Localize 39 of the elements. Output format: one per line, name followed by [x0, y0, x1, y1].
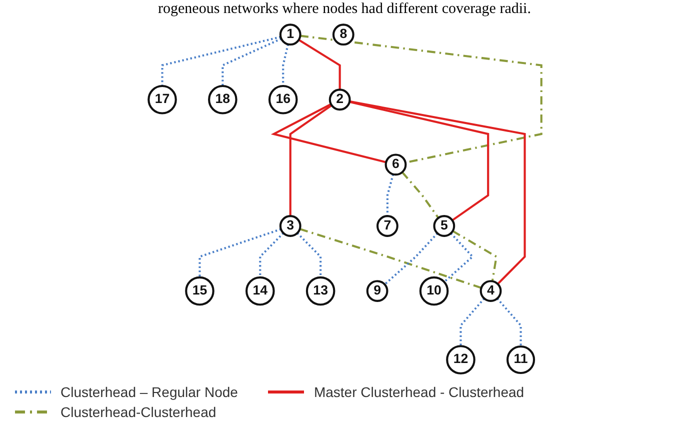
connector — [496, 298, 522, 346]
legend-label: Clusterhead-Clusterhead — [60, 404, 216, 420]
connector — [270, 103, 386, 164]
node-circle: 3 — [278, 215, 301, 237]
connector — [459, 298, 484, 346]
connector — [160, 36, 280, 86]
node-circle: 1 — [278, 24, 301, 46]
connector — [384, 232, 438, 286]
node-circle: 2 — [328, 88, 350, 111]
node-circle: 17 — [147, 84, 176, 114]
caption-text: rogeneous networks where nodes had different coverage radii. — [158, 1, 531, 17]
legend-label: Clusterhead – Regular Node — [60, 384, 238, 400]
connector — [299, 228, 482, 289]
connector — [221, 38, 282, 86]
node-circle: 9 — [366, 280, 388, 302]
connector — [298, 38, 340, 90]
connector — [348, 100, 489, 222]
node-circle: 11 — [506, 345, 535, 374]
node-circle: 10 — [418, 276, 448, 306]
node-circle: 4 — [479, 280, 502, 302]
connector — [296, 232, 322, 278]
node-circle: 13 — [305, 276, 335, 306]
node-circle: 5 — [432, 215, 455, 237]
connector — [300, 34, 542, 164]
node-circle: 16 — [268, 84, 298, 114]
node-circle: 12 — [446, 345, 475, 374]
node-circle: 7 — [376, 215, 398, 237]
connector — [400, 171, 439, 219]
connector — [198, 228, 281, 278]
connector — [348, 100, 526, 285]
connector — [452, 230, 498, 282]
node-circle: 6 — [384, 154, 406, 176]
node-circle: 18 — [208, 84, 237, 114]
connector — [258, 232, 284, 278]
legend-label: Master Clusterhead - Clusterhead — [314, 384, 524, 400]
connector — [288, 104, 332, 216]
node-circle: 8 — [332, 24, 354, 46]
node-circle: 15 — [184, 276, 214, 306]
node-circle: 14 — [245, 276, 274, 306]
